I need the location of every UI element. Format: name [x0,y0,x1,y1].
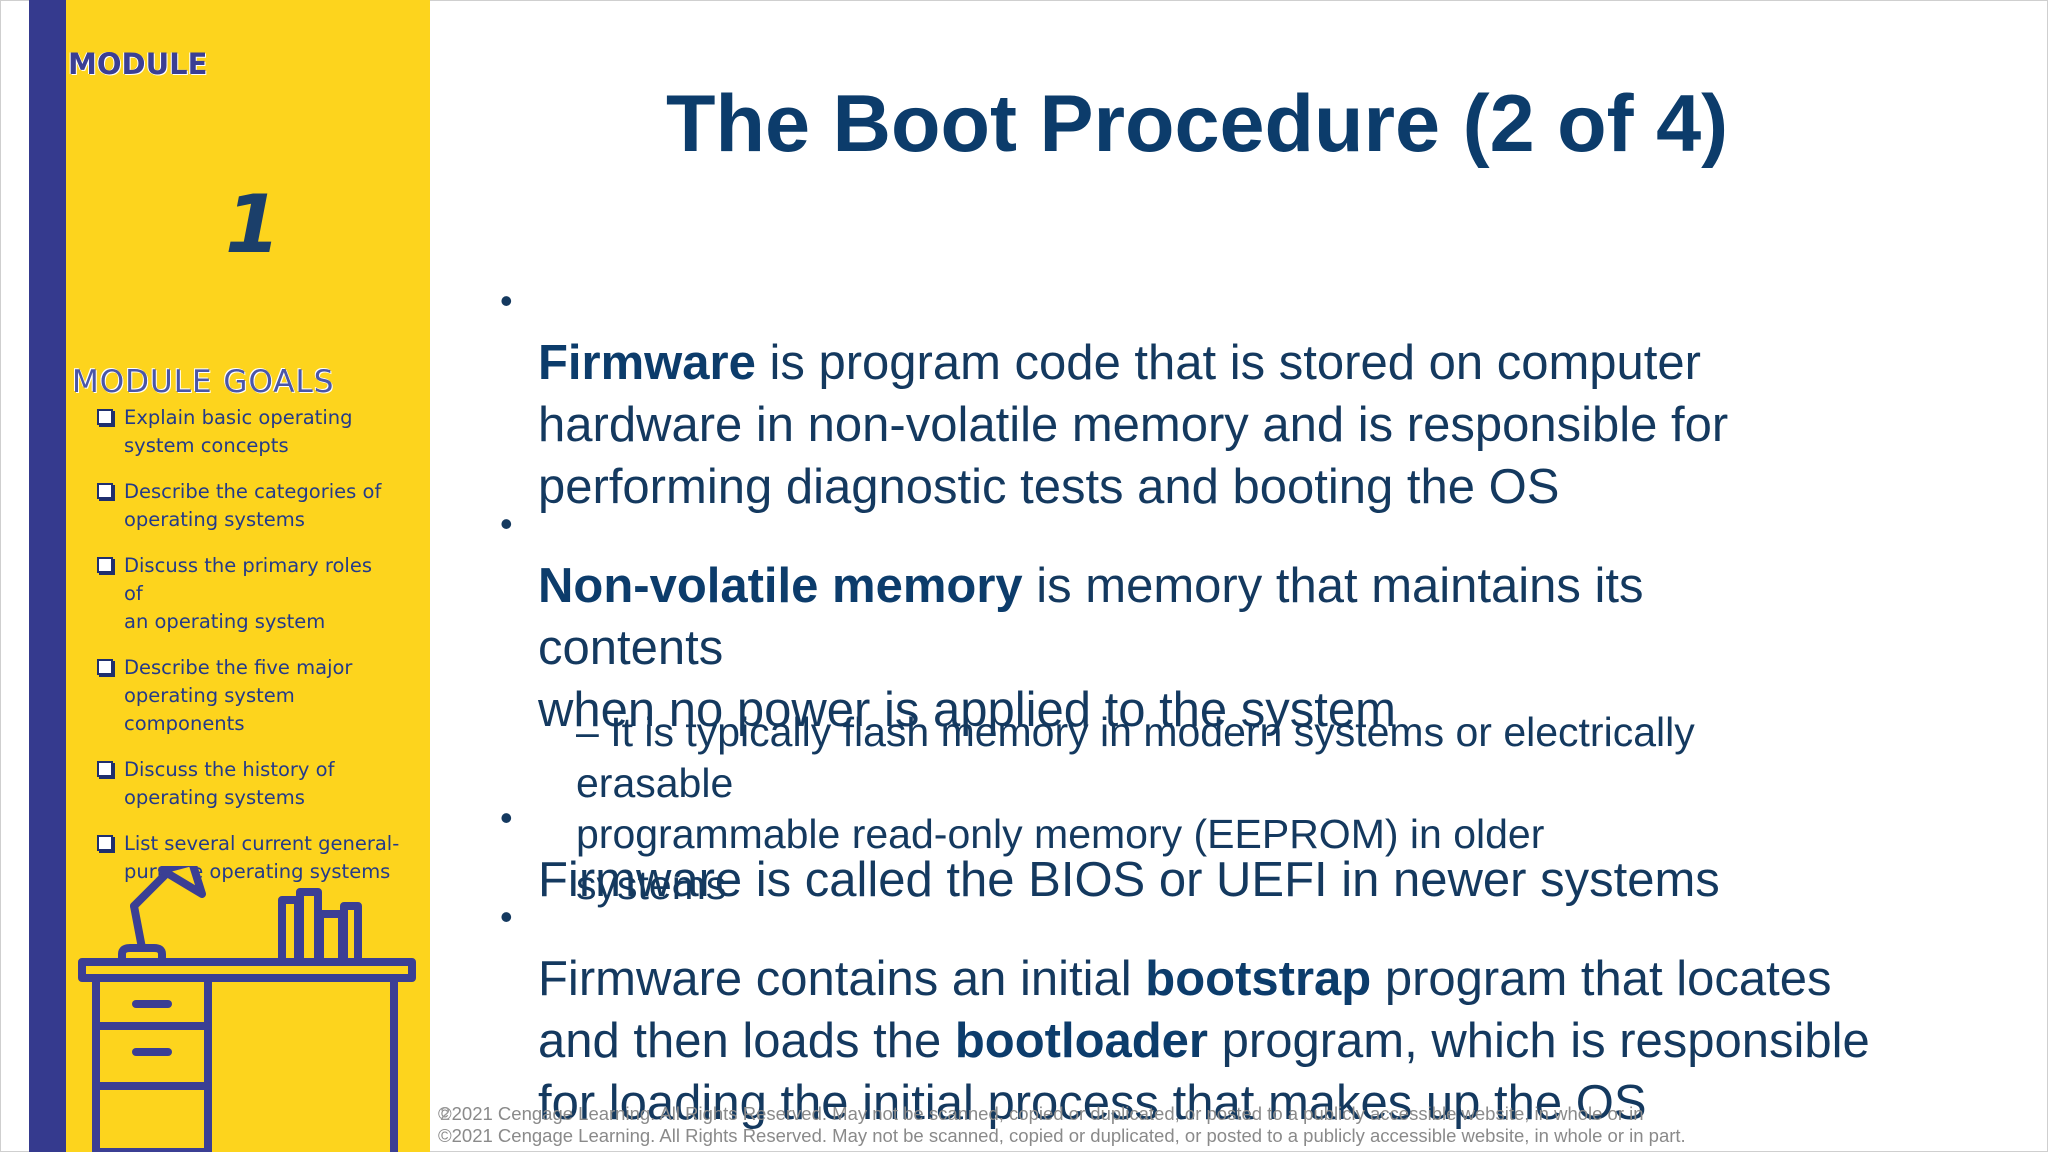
slide-title: The Boot Procedure (2 of 4) [666,79,1729,169]
goal-item: Discuss the history of operating systems [96,756,416,812]
checkbox-bullet-icon [97,659,113,675]
goal-item: List several current general- purpose op… [96,830,416,886]
checkbox-bullet-icon [97,557,113,573]
bullet-firmware: • Firmware is program code that is stored… [500,270,1998,518]
module-label: MODULE [68,47,208,81]
copyright-footer-line-1: ©2021 Cengage Learning. All Rights Reser… [438,1103,1644,1124]
bullet-marker: • [500,797,513,838]
checkbox-bullet-icon [97,835,113,851]
bullet-text: program that locates and then loads the [538,952,1832,1068]
module-goals-list: Explain basic operating system concepts … [96,404,416,904]
term-non-volatile-memory: Non-volatile memory [538,559,1023,613]
bullet-text: Firmware is called the BIOS or UEFI in n… [538,853,1720,907]
goal-text: List several current general- purpose op… [124,832,400,883]
goal-text: Describe the categories of operating sys… [124,480,382,531]
bullet-text: is memory that maintains its contents wh… [538,559,1644,737]
bullet-text: program, which is responsible for loadin… [538,1014,1870,1130]
sidebar-accent-strip [29,0,66,1152]
sub-bullet-flash-memory: – It is typically flash memory in modern… [576,709,1695,908]
bullet-non-volatile-memory: • Non-volatile memory is memory that main… [500,493,1998,741]
goal-item: Explain basic operating system concepts [96,404,416,460]
goal-text: Describe the five major operating system… [124,656,353,735]
goal-text: Discuss the history of operating systems [124,758,335,809]
copyright-footer-line-2: ©2021 Cengage Learning. All Rights Reser… [438,1125,1686,1146]
bullet-marker: • [500,280,513,321]
term-bootloader: bootloader [954,1014,1209,1068]
module-goals-title: MODULE GOALS [72,364,335,400]
goal-text: Explain basic operating system concepts [124,406,353,457]
module-number: 1 [225,178,281,271]
goal-item: Describe the categories of operating sys… [96,478,416,534]
term-firmware: Firmware [538,336,756,390]
checkbox-bullet-icon [97,409,113,425]
desk-lamp-illustration [78,866,416,1152]
checkbox-bullet-icon [97,483,113,499]
page-number: 2 [440,1103,451,1124]
bullet-bios-uefi: • Firmware is called the BIOS or UEFI in … [500,787,1998,911]
bullet-text: Firmware contains an initial [538,952,1146,1006]
bullet-marker: • [500,896,513,937]
goal-item: Discuss the primary roles of an operatin… [96,552,416,636]
term-bootstrap: bootstrap [1145,952,1372,1006]
checkbox-bullet-icon [97,761,113,777]
bullet-bootstrap: •Firmware contains an initial bootstrap … [500,886,1998,1134]
goal-item: Describe the five major operating system… [96,654,416,738]
bullet-marker: • [500,503,513,544]
goal-text: Discuss the primary roles of an operatin… [124,554,372,633]
bullet-text: is program code that is stored on comput… [538,336,1729,514]
